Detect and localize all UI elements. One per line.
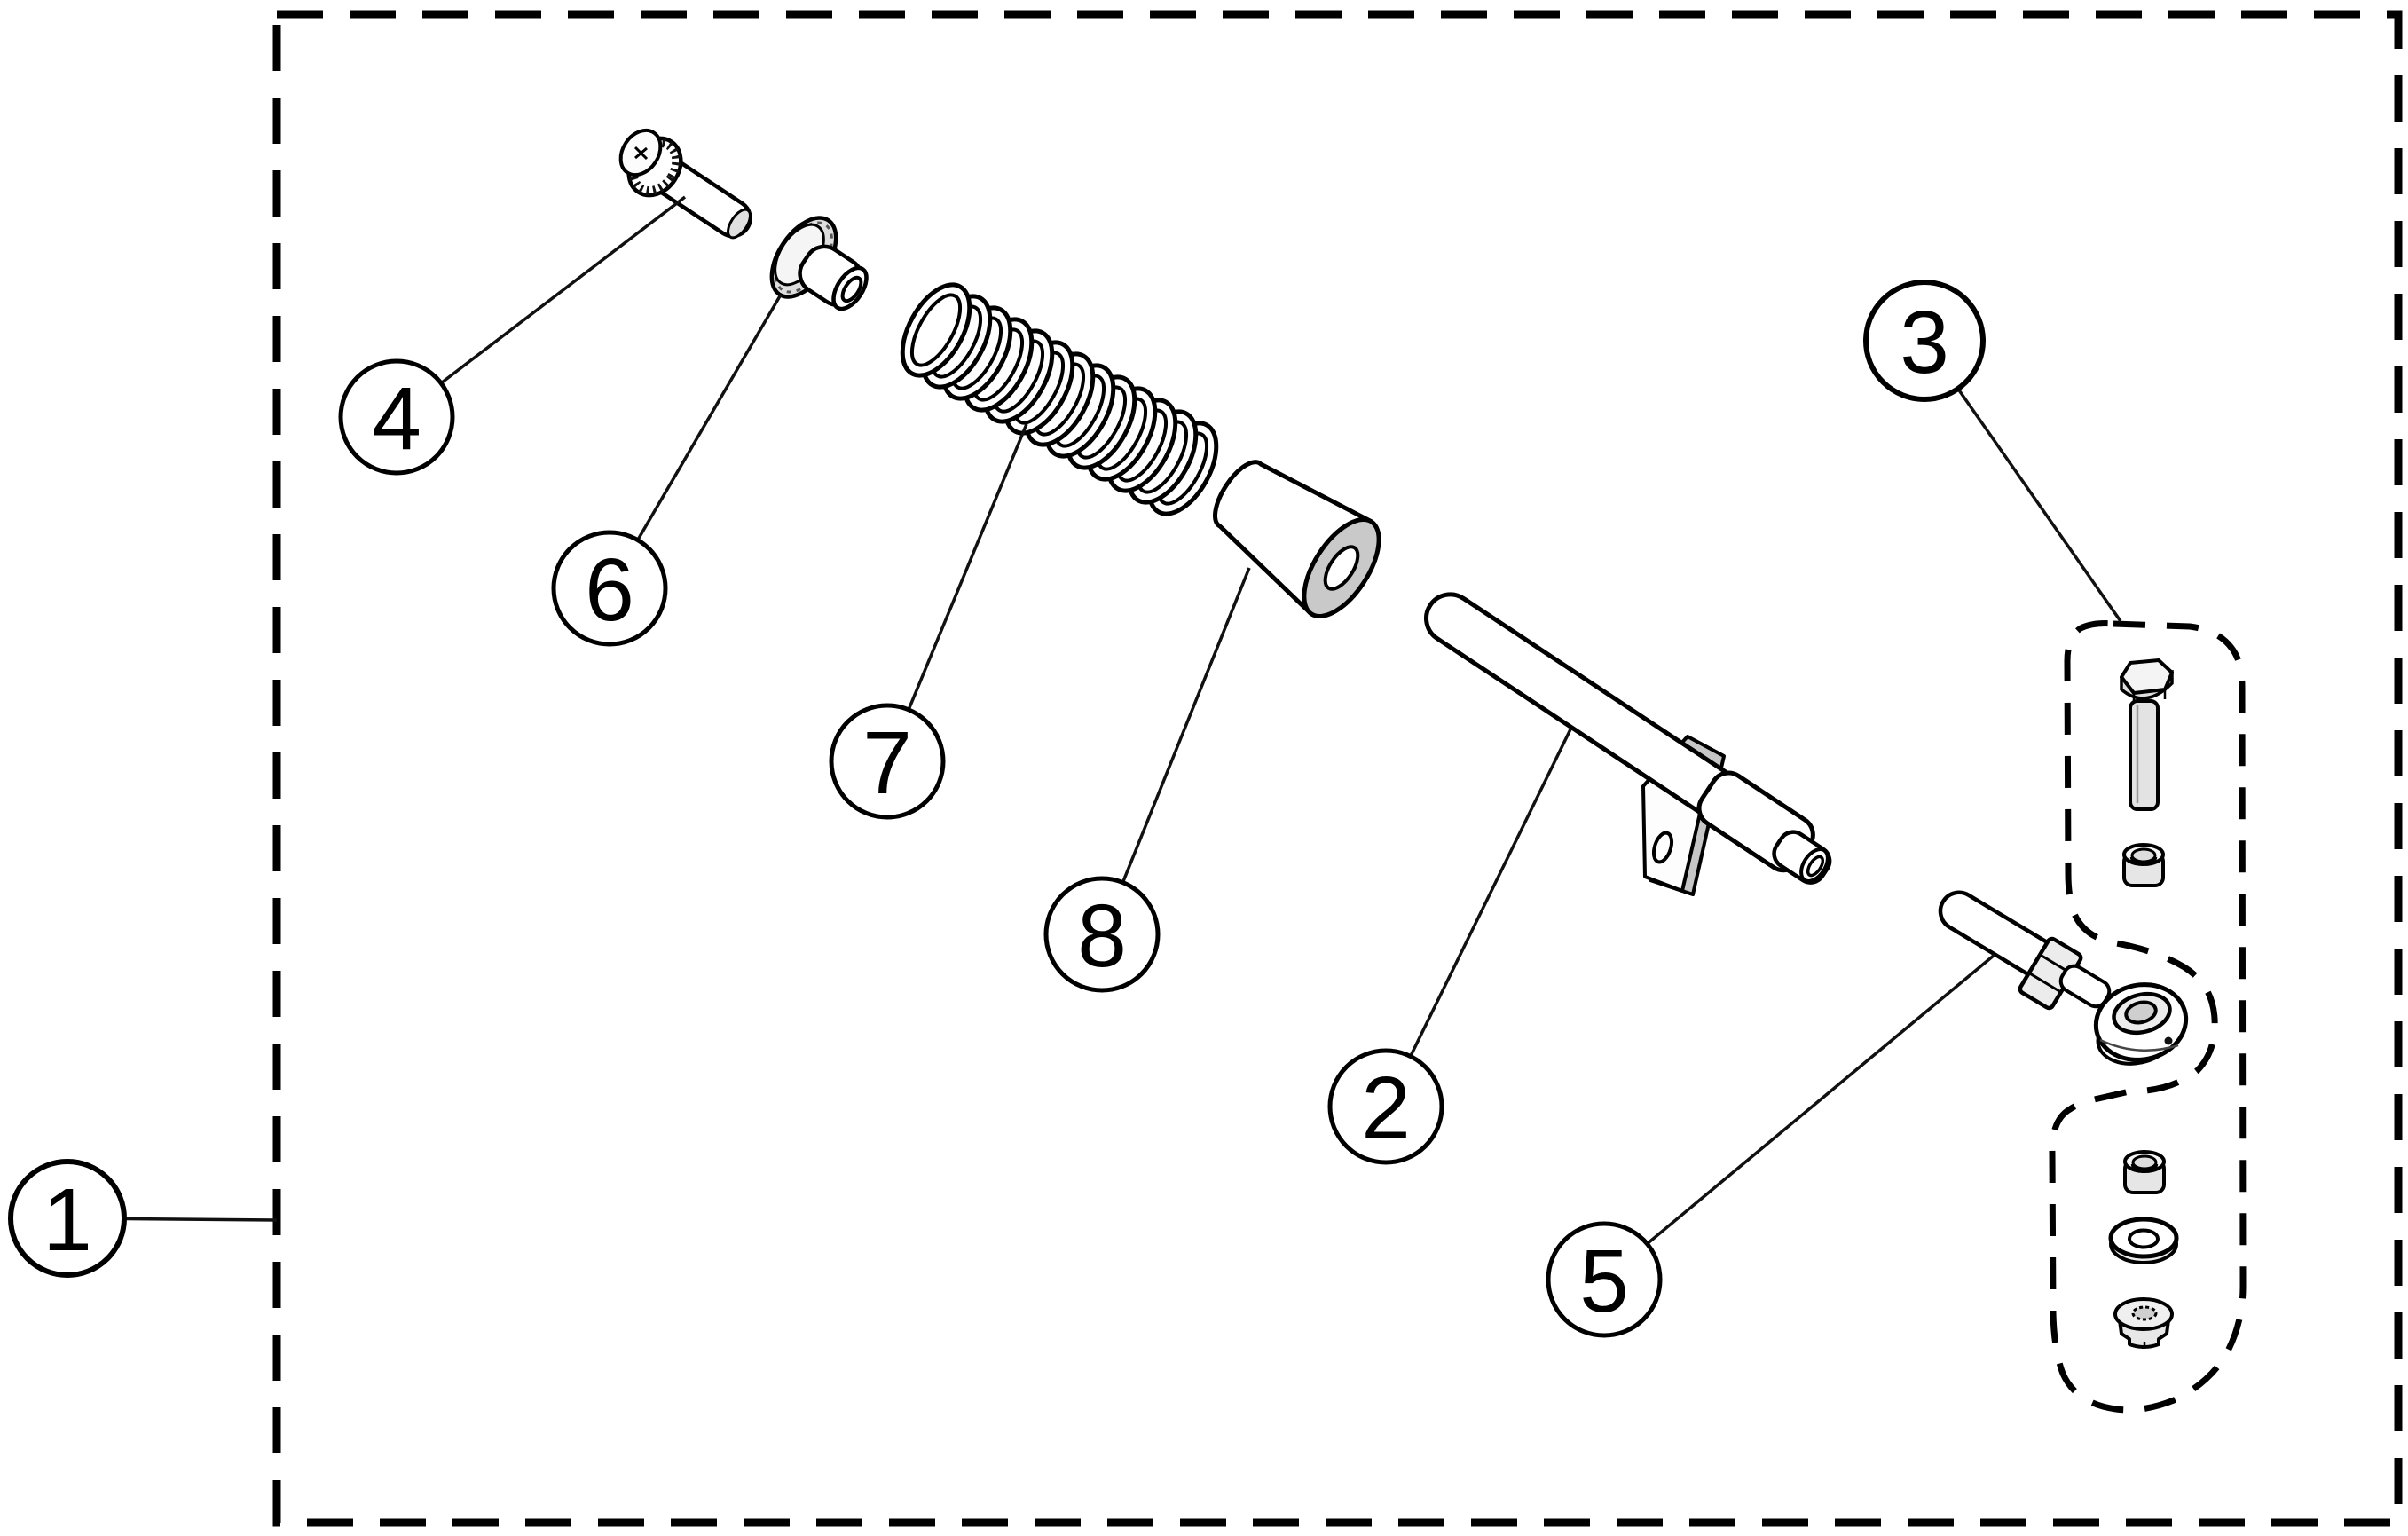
leader-lines xyxy=(67,195,2122,1281)
leader-line-5 xyxy=(1602,953,1996,1281)
callout-circle xyxy=(1863,280,1986,402)
callout-label: 2 xyxy=(1361,1059,1411,1158)
rod-with-bracket-icon xyxy=(1424,592,1832,896)
tie-rod-end-icon xyxy=(1938,890,2189,1066)
callout-circle xyxy=(1546,1221,1663,1338)
callout-circle xyxy=(1327,1048,1444,1165)
ball-housing-seam xyxy=(2099,1038,2179,1052)
compression-spring-icon xyxy=(889,273,1231,524)
callout-label: 7 xyxy=(862,713,912,813)
callout-label: 8 xyxy=(1077,886,1127,986)
leader-line-8 xyxy=(1100,567,1251,935)
callout-7: 7 xyxy=(829,703,946,820)
hardware-group-icon xyxy=(2108,658,2179,1349)
callout-circle xyxy=(829,703,946,820)
grease-hole-dot xyxy=(2164,1036,2173,1045)
callout-4: 4 xyxy=(338,358,455,476)
bracket-hole xyxy=(1651,831,1674,864)
callout-6: 6 xyxy=(551,530,668,647)
tapered-spacer-icon xyxy=(1212,460,1381,619)
callout-label: 3 xyxy=(1900,293,1949,392)
bolt-serration-teeth xyxy=(628,138,681,196)
callout-circle xyxy=(551,530,668,647)
hardware-group-dashed-outline xyxy=(2049,620,2247,1414)
callout-label: 5 xyxy=(1579,1232,1629,1331)
leader-line-7 xyxy=(885,423,1028,762)
callout-label: 4 xyxy=(372,369,421,469)
callout-8: 8 xyxy=(1043,876,1161,993)
assembly-boundary-dashed-box xyxy=(272,10,2403,1527)
washer-hole-shadow xyxy=(2129,1241,2159,1248)
bolt-shaft-end-face xyxy=(727,208,752,240)
flanged-bushing-icon xyxy=(769,216,869,311)
lock-nut-thread-shadow xyxy=(2130,1163,2159,1173)
callout-5: 5 xyxy=(1546,1221,1663,1338)
leader-line-2 xyxy=(1384,729,1572,1107)
lock-nut-thread-shadow xyxy=(2129,856,2158,866)
ball-eye-ball xyxy=(2124,1000,2158,1025)
spacer-center-hole xyxy=(1323,545,1360,591)
flange-nut-thread xyxy=(2131,1305,2158,1321)
callout-circle xyxy=(338,358,455,476)
callout-2: 2 xyxy=(1327,1048,1444,1165)
callout-circle xyxy=(1043,876,1161,993)
callout-label: 6 xyxy=(585,540,634,640)
hex-bolt-head-top xyxy=(2120,658,2174,695)
callout-label: 1 xyxy=(43,1170,92,1270)
bolt-head-slot xyxy=(634,146,648,160)
hex-bolt-shank xyxy=(2129,699,2160,811)
callout-3: 3 xyxy=(1863,280,1986,402)
serrated-flange-bolt-icon xyxy=(618,128,752,240)
callout-1: 1 xyxy=(8,1159,127,1278)
leader-line-4 xyxy=(395,195,687,419)
bushing-bore-hole xyxy=(840,275,863,303)
callout-circle xyxy=(8,1159,127,1278)
rod-tube-bore xyxy=(1806,855,1825,878)
